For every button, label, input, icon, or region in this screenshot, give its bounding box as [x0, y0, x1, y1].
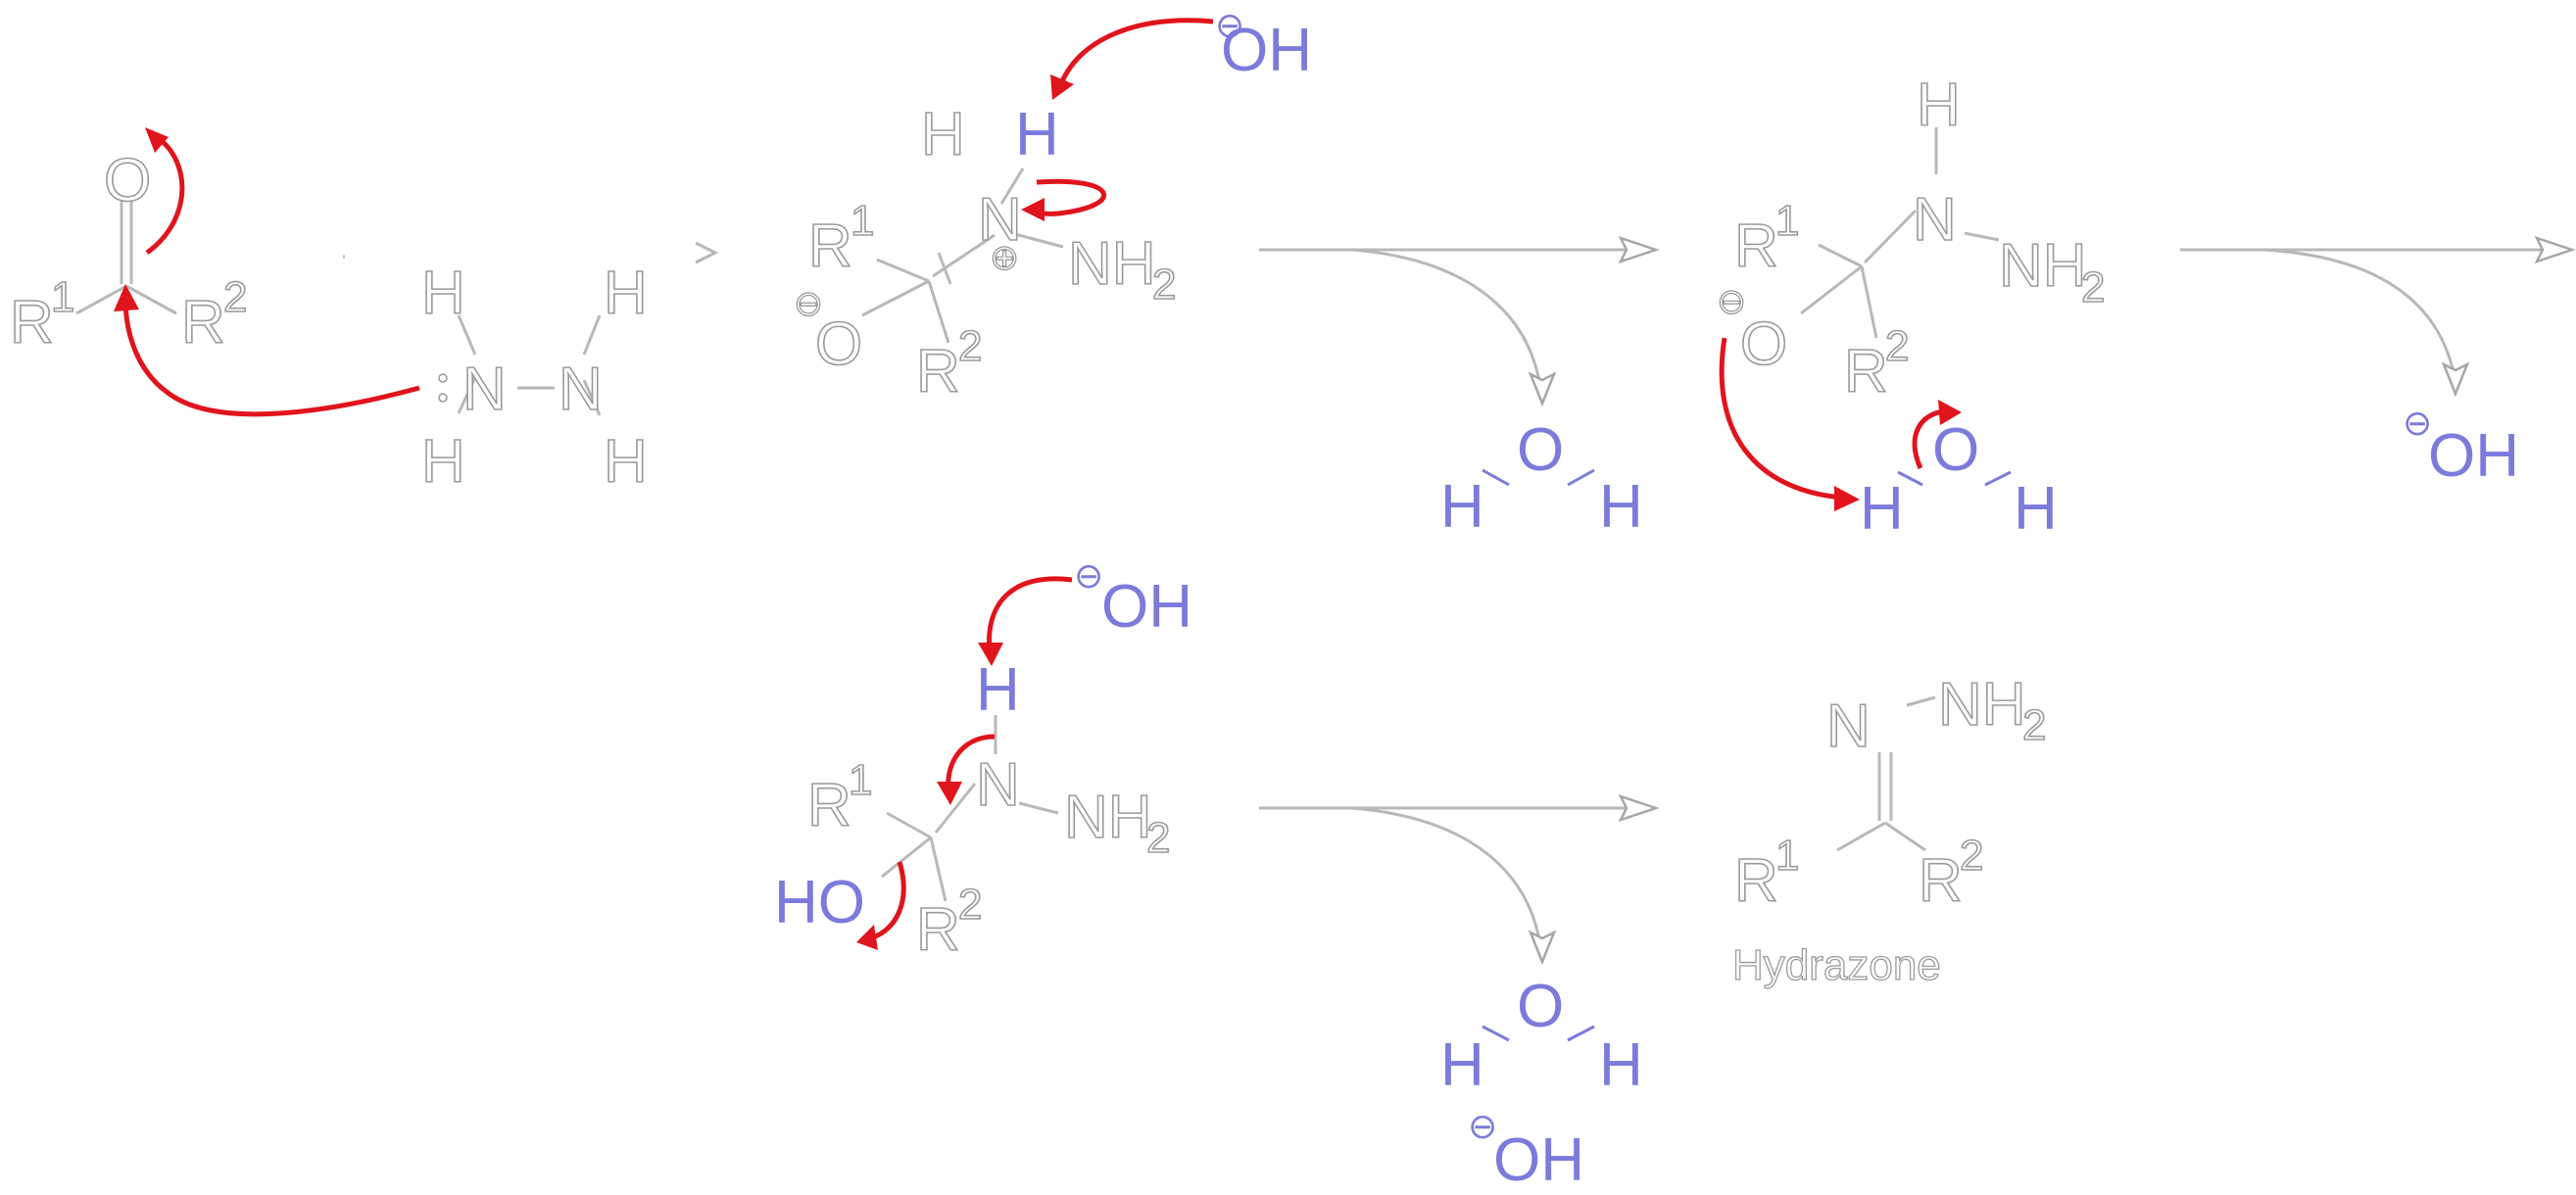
ketone-structure: O R 1 R 2 — [9, 146, 248, 358]
small-arrowhead — [343, 241, 719, 264]
nh2-subscript: 2 — [1146, 814, 1170, 862]
r2-superscript: 2 — [958, 881, 982, 929]
hydroxyl-group: HO — [774, 869, 865, 936]
hydroxide-oh: OH — [1493, 1126, 1584, 1194]
reaction-arrow-1 — [1259, 235, 1660, 407]
imine-nitrogen: N — [1826, 693, 1871, 760]
nh2-subscript: 2 — [1152, 261, 1176, 309]
nh-hydrogen: H — [1917, 72, 1961, 139]
hydroxide-charge: ⊖ — [1468, 1106, 1497, 1146]
nh2-group: NH — [1938, 671, 2026, 739]
hydrazine-h4: H — [604, 428, 648, 496]
r1-superscript: 1 — [1775, 197, 1799, 245]
nh2-subscript: 2 — [2022, 701, 2046, 749]
hydrazine-nitrogen: N — [976, 751, 1020, 819]
r1-label: R — [808, 213, 852, 280]
lone-pair-dot — [438, 373, 448, 383]
reaction-arrow-3 — [1259, 793, 1660, 966]
water-h1: H — [1860, 475, 1904, 543]
water-byproduct-2: H O H — [1440, 973, 1643, 1099]
alkoxide-intermediate: H N NH 2 R 1 ⊖ O R 2 — [1716, 71, 2106, 406]
hydroxide-byproduct-2: ⊖ OH — [1468, 1106, 1584, 1194]
water-reagent: H O H — [1860, 416, 2058, 543]
curly-arrows-step2 — [1021, 18, 1214, 221]
lone-pair-dot — [438, 393, 448, 403]
hydroxide-charge: ⊖ — [2403, 403, 2432, 443]
hydrazine-n2: N — [559, 356, 603, 423]
water-o: O — [1517, 973, 1564, 1040]
water-h2: H — [1599, 473, 1643, 541]
r1-superscript: 1 — [51, 273, 74, 321]
hemiaminal-intermediate: H N NH 2 R 1 HO R 2 — [774, 656, 1171, 965]
zwitterion-intermediate: H H N ⊕ NH 2 R 1 ⊖ O R 2 — [793, 100, 1177, 406]
hydroxide-reagent-1: ⊖ OH — [1215, 5, 1312, 84]
r1-superscript: 1 — [849, 756, 872, 804]
hydrazone-product: N NH 2 R 1 R 2 Hydrazone — [1731, 670, 2047, 989]
r1-label: R — [807, 772, 851, 839]
curly-arrows-step3 — [1719, 337, 1962, 511]
curly-arrows-step1 — [114, 127, 420, 417]
hydroxide-byproduct-1: ⊖ OH — [2403, 403, 2519, 490]
r2-label: R — [181, 289, 225, 357]
water-h2: H — [1599, 1031, 1643, 1099]
alkoxide-oxygen: O — [1740, 311, 1787, 378]
r1-superscript: 1 — [1775, 832, 1799, 880]
hydroxide-charge: ⊖ — [1215, 5, 1244, 45]
positive-charge: ⊕ — [990, 237, 1019, 277]
curly-arrows-step4 — [856, 576, 1073, 950]
r1-label: R — [1734, 213, 1778, 280]
r2-superscript: 2 — [1885, 322, 1909, 370]
hydrazine-nitrogen: N — [1913, 186, 1957, 254]
acidic-hydrogen: H — [976, 656, 1020, 724]
hydrazine-n1: N — [462, 356, 507, 423]
hydroxide-oh: OH — [1101, 573, 1192, 641]
hydrazine-structure: H H N N H H — [420, 259, 648, 497]
hydroxide-oh: OH — [1221, 17, 1312, 84]
hydroxide-charge: ⊖ — [1074, 555, 1103, 596]
nh-hydrogen: H — [921, 101, 965, 168]
hydroxide-oh: OH — [2428, 422, 2519, 490]
water-h1: H — [1440, 473, 1484, 541]
hydrazine-h3: H — [604, 260, 648, 327]
r2-superscript: 2 — [958, 322, 982, 370]
nh2-group: NH — [1999, 232, 2087, 300]
hydroxide-reagent-2: ⊖ OH — [1074, 555, 1192, 641]
water-byproduct-1: H O H — [1440, 416, 1643, 541]
r2-superscript: 2 — [223, 273, 247, 321]
acidic-hydrogen: H — [1015, 101, 1059, 168]
product-name: Hydrazone — [1732, 941, 1941, 989]
water-h2: H — [2014, 475, 2058, 543]
water-o: O — [1517, 416, 1564, 484]
r1-label: R — [1734, 847, 1778, 915]
hydrazine-h1: H — [421, 260, 465, 327]
ammonium-nitrogen: N — [978, 186, 1022, 254]
nh2-group: NH — [1064, 784, 1152, 851]
r2-label: R — [916, 896, 960, 964]
r2-superscript: 2 — [1960, 832, 1983, 880]
r1-label: R — [10, 289, 54, 357]
nh2-subscript: 2 — [2081, 263, 2105, 311]
r2-label: R — [1919, 847, 1963, 915]
water-o: O — [1932, 416, 1979, 484]
negative-charge: ⊖ — [1717, 281, 1746, 321]
reaction-arrow-2 — [2180, 235, 2576, 398]
negative-charge: ⊖ — [794, 283, 823, 323]
water-h1: H — [1440, 1031, 1484, 1099]
carbonyl-oxygen: O — [104, 147, 151, 215]
alkoxide-oxygen: O — [815, 311, 862, 378]
r2-label: R — [916, 338, 960, 406]
r2-label: R — [1844, 338, 1888, 406]
hydrazine-h2: H — [421, 428, 465, 496]
nh2-group: NH — [1068, 230, 1156, 298]
r1-superscript: 1 — [851, 197, 874, 245]
